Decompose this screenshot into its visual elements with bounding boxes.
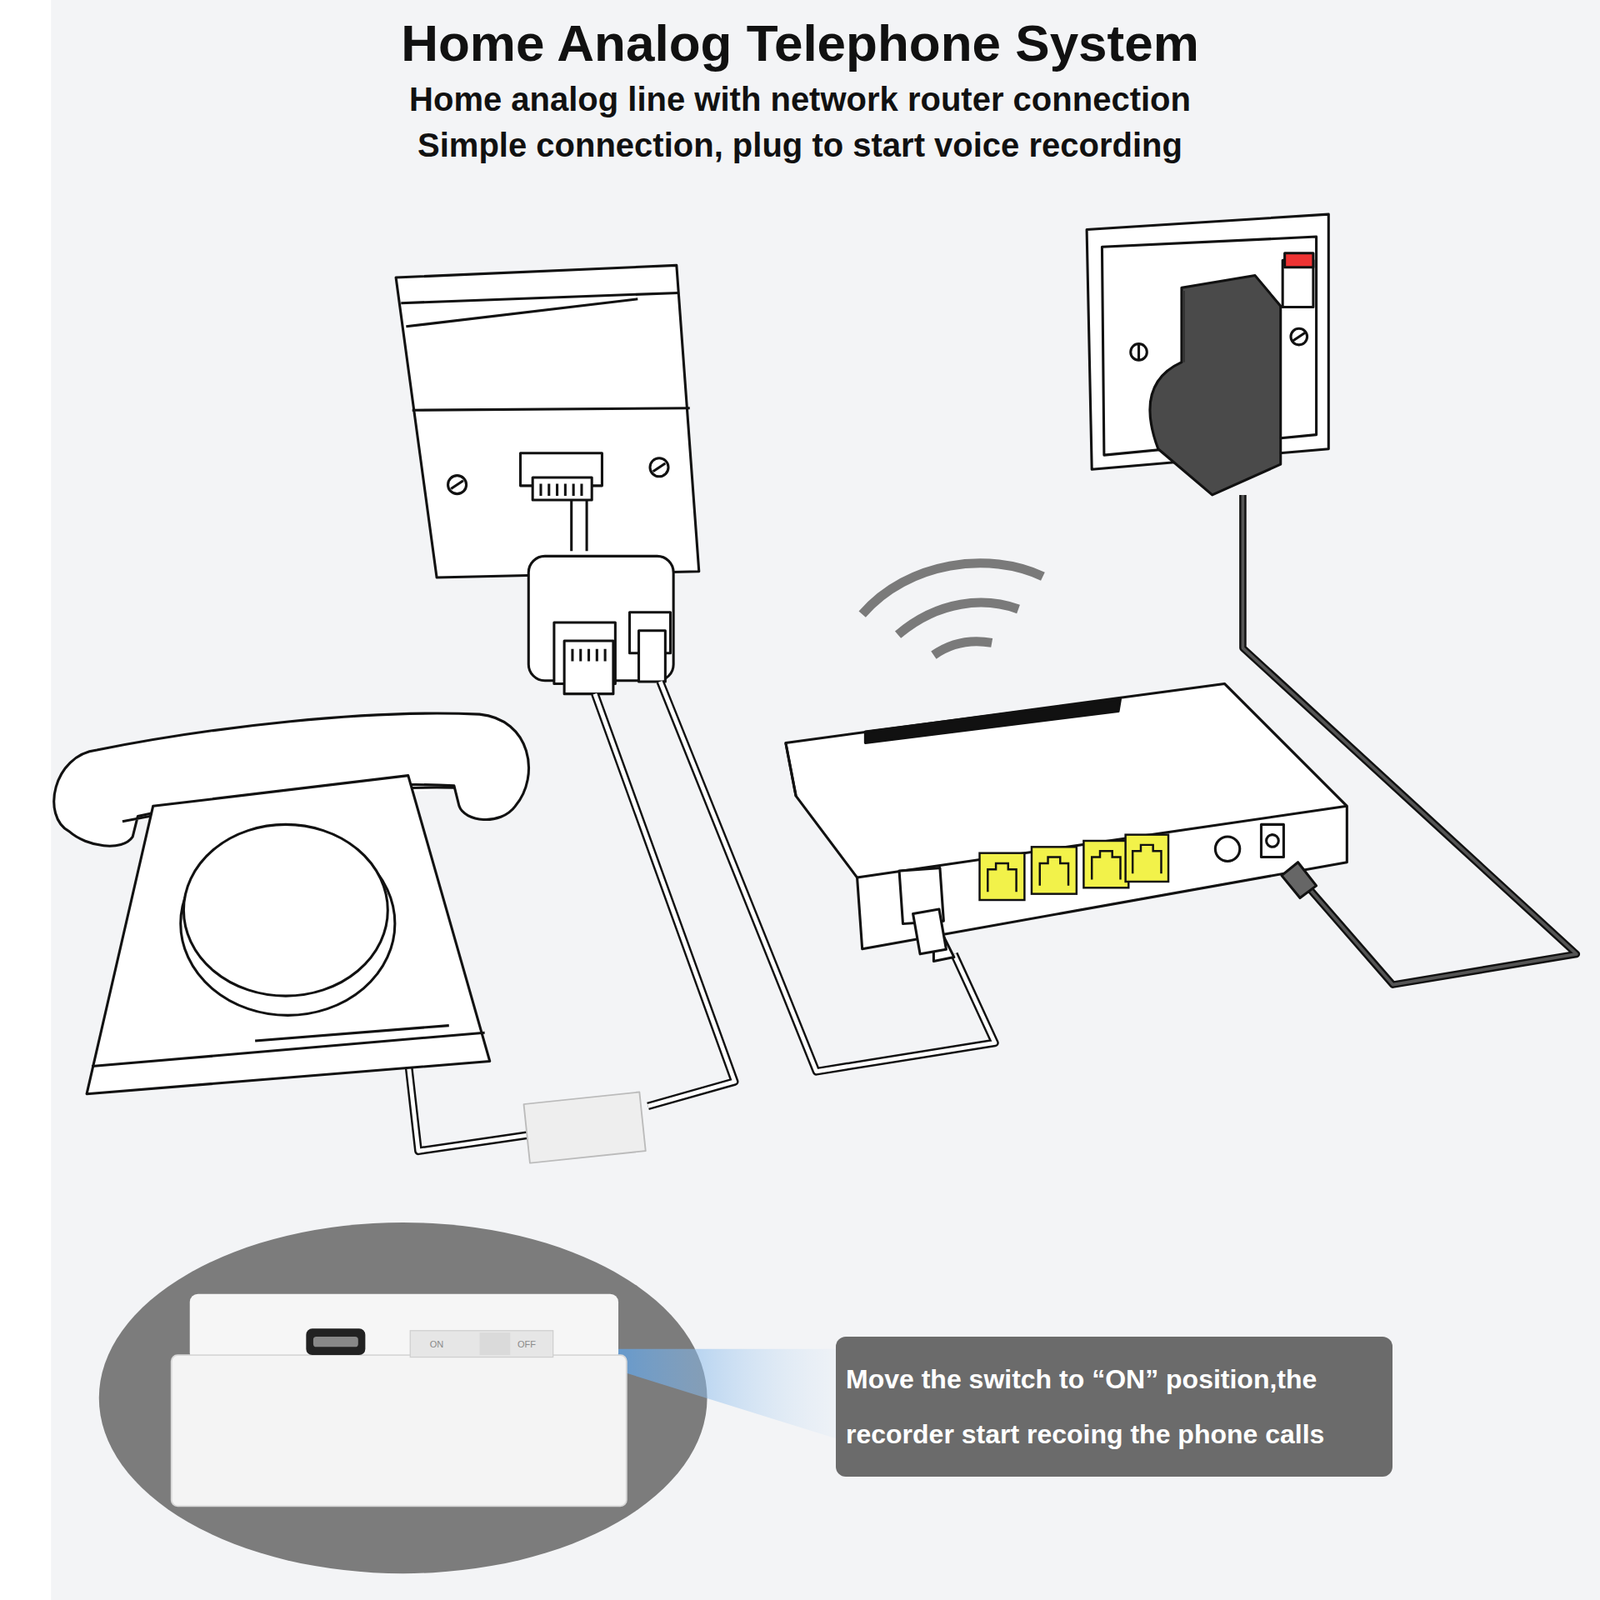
photo-ellipse	[99, 1222, 708, 1574]
subtitle: Simple connection, plug to start voice r…	[417, 125, 1183, 165]
power-outlet	[1086, 214, 1577, 985]
ethernet-ports	[980, 835, 1170, 900]
callout-box: Move the switch to “ON” position,the rec…	[835, 1336, 1393, 1477]
wifi-symbol	[862, 563, 1044, 655]
line-drawing	[54, 265, 1348, 1163]
left-strip	[0, 0, 51, 1600]
subtitle: Home analog line with network router con…	[409, 80, 1191, 119]
callout-text: Move the switch to “ON” position,the rec…	[845, 1351, 1383, 1462]
switch-label: ON	[430, 1339, 445, 1350]
recorder-device	[171, 1294, 627, 1507]
switch-label: OFF	[517, 1339, 536, 1350]
title: Home Analog Telephone System	[0, 15, 1600, 72]
